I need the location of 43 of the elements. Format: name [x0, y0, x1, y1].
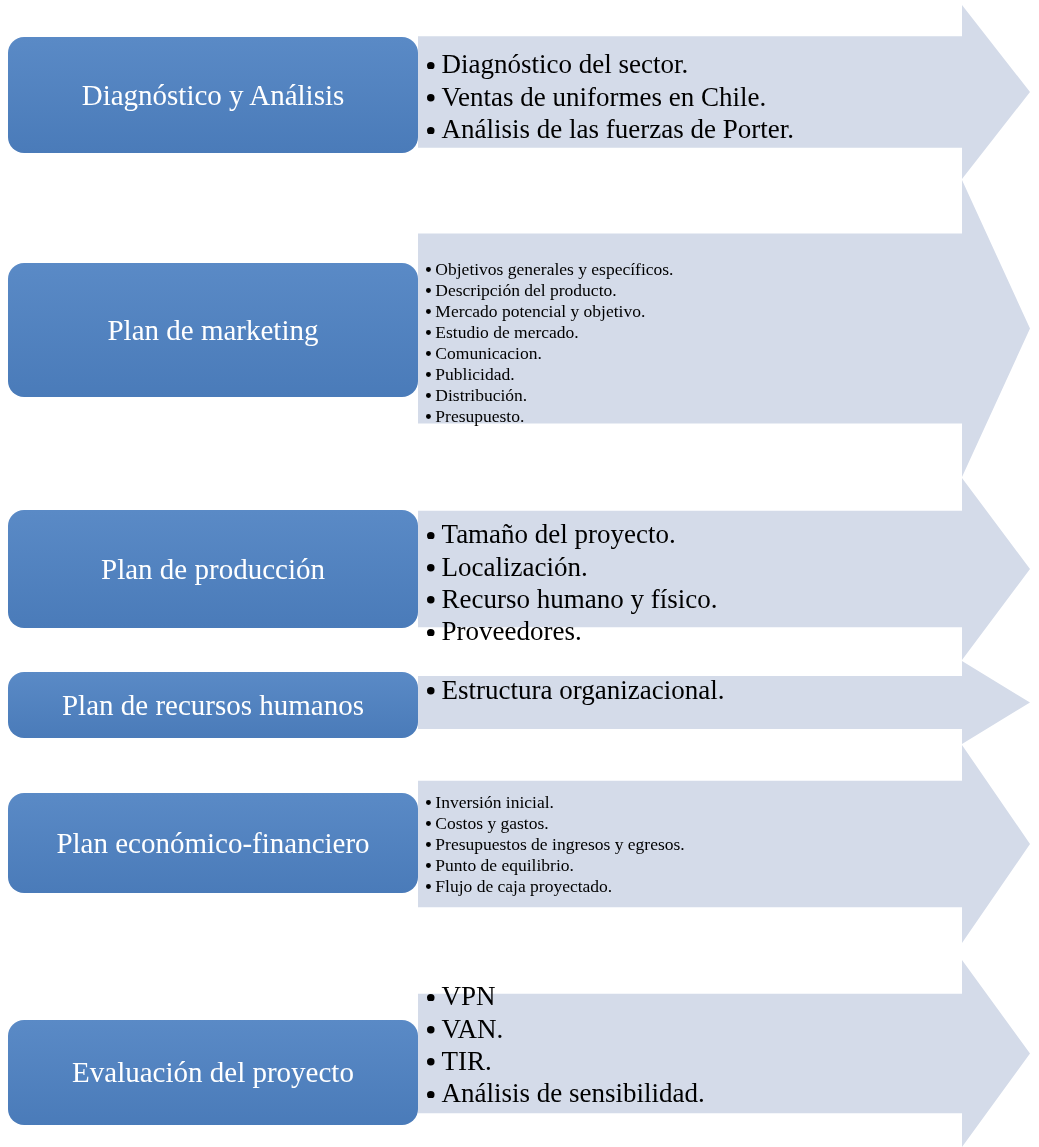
- bullet-item: Ventas de uniformes en Chile.: [441, 81, 767, 112]
- bullet-item: Tamaño del proyecto.: [441, 519, 676, 550]
- stage-box: [8, 510, 418, 628]
- stage-box: [8, 37, 418, 153]
- bullet-item: Análisis de sensibilidad.: [441, 1078, 705, 1109]
- bullet-item: Descripción del producto.: [435, 279, 617, 300]
- arrow-shape: [418, 180, 1030, 477]
- stage-box: [8, 672, 418, 738]
- arrow-shape: [418, 745, 1030, 943]
- bullet-item: Inversión inicial.: [435, 791, 554, 812]
- bullet-item: Punto de equilibrio.: [435, 854, 574, 875]
- stage-title: Plan de marketing: [107, 313, 319, 347]
- stage-title: Diagnóstico y Análisis: [81, 78, 345, 112]
- bullet-item: Presupuesto.: [435, 405, 525, 426]
- bullet-item: Flujo de caja proyectado.: [435, 875, 613, 896]
- stage-title: Plan de recursos humanos: [62, 688, 364, 722]
- stage-box: [8, 793, 418, 893]
- bullet-item: Estructura organizacional.: [441, 674, 725, 705]
- bullet-item: Costos y gastos.: [435, 812, 549, 833]
- bullet-item: Localización.: [441, 551, 588, 582]
- bullet-item: TIR.: [441, 1046, 492, 1076]
- bullet-item: Distribución.: [435, 384, 528, 405]
- bullet-item: Proveedores.: [441, 616, 582, 647]
- arrow-shape: [418, 960, 1030, 1147]
- bullet-item: VAN.: [441, 1013, 504, 1044]
- stage-box: [8, 263, 418, 397]
- stage-box: [8, 1020, 418, 1125]
- bullet-item: Comunicacion.: [435, 342, 542, 363]
- stage-title: Plan económico-financiero: [56, 826, 370, 860]
- stage-title: Evaluación del proyecto: [72, 1056, 354, 1089]
- bullet-item: Recurso humano y físico.: [441, 584, 718, 614]
- bullet-item: Análisis de las fuerzas de Porter.: [441, 114, 794, 145]
- bullet-item: Objetivos generales y específicos.: [435, 258, 674, 279]
- arrow-shape: [418, 661, 1030, 744]
- arrow-shape: [418, 5, 1030, 179]
- arrow-shape: [418, 478, 1030, 660]
- bullet-item: Mercado potencial y objetivo.: [435, 300, 646, 321]
- bullet-item: Estudio de mercado.: [435, 321, 579, 342]
- bullet-item: VPN: [441, 981, 496, 1012]
- bullet-item: Publicidad.: [435, 363, 515, 384]
- bullet-item: Presupuestos de ingresos y egresos.: [435, 833, 685, 854]
- stage-title: Plan de producción: [101, 552, 325, 586]
- bullet-item: Diagnóstico del sector.: [441, 49, 689, 80]
